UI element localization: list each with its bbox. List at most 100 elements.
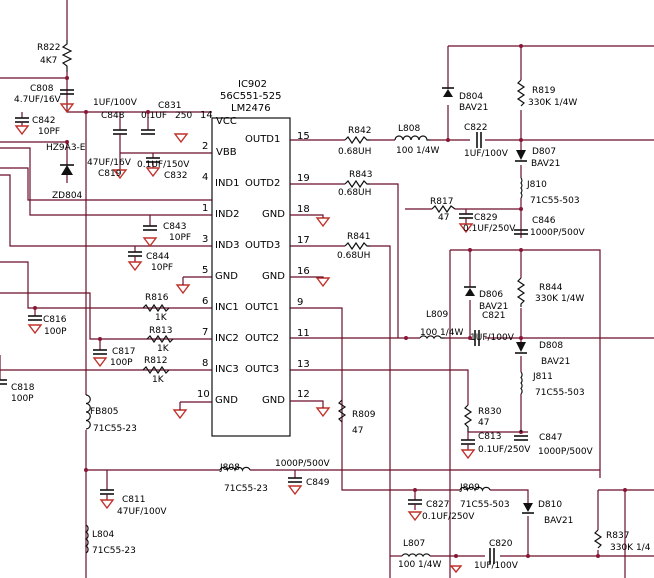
diode-d807 — [515, 150, 527, 162]
label-ref: R837 — [606, 531, 630, 541]
pin-name: INC1 — [215, 302, 239, 313]
label-ref: R809 — [352, 410, 376, 420]
junctions — [33, 44, 627, 558]
resistor-r822 — [61, 40, 73, 72]
label-value: 71C55-503 — [460, 500, 510, 510]
label-value: 100P — [44, 327, 67, 337]
label-value: 1K — [157, 344, 169, 354]
pin-number: 5 — [202, 265, 209, 276]
label-value: 1000P/500V — [530, 228, 585, 238]
label-ref: J809 — [460, 483, 480, 493]
capacitor-c846 — [514, 229, 528, 235]
resistor-r837 — [593, 529, 603, 549]
capacitor-c820 — [489, 548, 495, 564]
pin-name: GND — [262, 395, 285, 406]
inductor-j811 — [520, 371, 523, 395]
capacitor-c831 — [141, 129, 155, 135]
label-value: 47UF/100V — [117, 507, 167, 517]
inductor-fb805 — [85, 394, 91, 430]
pin-name: OUTC3 — [245, 364, 280, 375]
pin-number: 6 — [202, 296, 209, 307]
diode-d804 — [442, 87, 454, 97]
label-value: 330K 1/4W — [528, 98, 578, 108]
zener-zd804 — [60, 160, 74, 183]
pin-number: 17 — [297, 235, 310, 246]
pin-number: 15 — [297, 131, 310, 142]
label-ref: C816 — [43, 315, 67, 325]
label-value: 330K 1/4W — [535, 294, 585, 304]
label-ref: C818 — [11, 383, 35, 393]
label-ref: C847 — [539, 433, 563, 443]
label-value: 71C55-23 — [224, 484, 268, 494]
pin-name: GND — [215, 395, 238, 406]
label-value: 0.1UF — [141, 111, 168, 121]
pin-name: OUTD2 — [245, 178, 281, 189]
pin-name: IND2 — [215, 209, 240, 220]
resistor-r830 — [463, 404, 473, 432]
label-ref: L809 — [426, 310, 449, 320]
pin-name: OUTD3 — [245, 240, 281, 251]
label-value: 0.1UF/250V — [478, 445, 531, 455]
label-value: BAV21 — [544, 516, 574, 526]
resistor-r844 — [516, 277, 526, 307]
label-value: 0.1UF/250V — [422, 512, 475, 522]
label-ref: L808 — [398, 124, 421, 134]
pin-number: 2 — [202, 141, 209, 152]
label-value: 1000P/500V — [275, 459, 330, 469]
label-value: 10PF — [151, 263, 174, 273]
capacitor-c813 — [461, 439, 475, 450]
capacitor-c821 — [474, 330, 480, 346]
label-ref: D806 — [479, 290, 504, 300]
pin-number: 8 — [202, 358, 209, 369]
label-ref: R812 — [144, 356, 168, 366]
pin-number: 14 — [200, 110, 213, 121]
pin-number: 1 — [202, 203, 209, 214]
label-ref: ZD804 — [52, 191, 83, 201]
label-ref: R816 — [145, 293, 169, 303]
label-value: 330K 1/4 — [610, 543, 651, 553]
pin-number: 4 — [202, 172, 209, 183]
inductor-j808 — [219, 466, 251, 472]
inductor-l807 — [401, 553, 431, 558]
label-ref: C813 — [478, 432, 502, 442]
label-value: 100 1/4W — [398, 560, 442, 570]
label-ref: C831 — [158, 101, 182, 111]
label-ref: FB805 — [90, 407, 119, 417]
pin-number: 3 — [202, 234, 209, 245]
capacitor-c848 — [113, 112, 127, 170]
label-ref: C846 — [532, 216, 556, 226]
capacitor-c849 — [288, 470, 302, 483]
capacitor-c842 — [15, 112, 29, 126]
capacitor-c817 — [93, 349, 107, 355]
label-value: 4.7UF/16V — [14, 95, 61, 105]
diodes — [60, 87, 534, 514]
pin-number: 13 — [297, 359, 310, 370]
pin-number: 18 — [297, 204, 310, 215]
label-ref: D808 — [539, 341, 564, 351]
label-ref: R817 — [430, 197, 454, 207]
label-value: 47 — [352, 426, 364, 436]
label-value: 71C55-23 — [93, 424, 137, 434]
ic-part: 56C551-525 — [220, 91, 282, 102]
pin-number: 16 — [297, 266, 310, 277]
pin-name: IND1 — [215, 178, 240, 189]
label-value: 1000P/500V — [538, 447, 593, 457]
label-ref: C827 — [426, 500, 450, 510]
label-ref: C829 — [474, 213, 498, 223]
label-ref: C842 — [32, 116, 56, 126]
label-ref: C844 — [146, 252, 170, 262]
pin-number: 9 — [297, 297, 304, 308]
capacitor-c844 — [128, 251, 142, 262]
label-value: 71C55-23 — [92, 546, 136, 556]
pin-name: GND — [262, 271, 285, 282]
label-ref: R843 — [349, 170, 373, 180]
diode-d810 — [522, 503, 534, 514]
capacitor-c847 — [514, 430, 528, 441]
label-ref: C822 — [464, 123, 488, 133]
label-value: 47 — [438, 213, 450, 223]
label-ref: R813 — [149, 326, 173, 336]
label-ref: J811 — [533, 372, 553, 382]
label-ref: R844 — [539, 283, 563, 293]
label-value: 10PF — [169, 233, 192, 243]
